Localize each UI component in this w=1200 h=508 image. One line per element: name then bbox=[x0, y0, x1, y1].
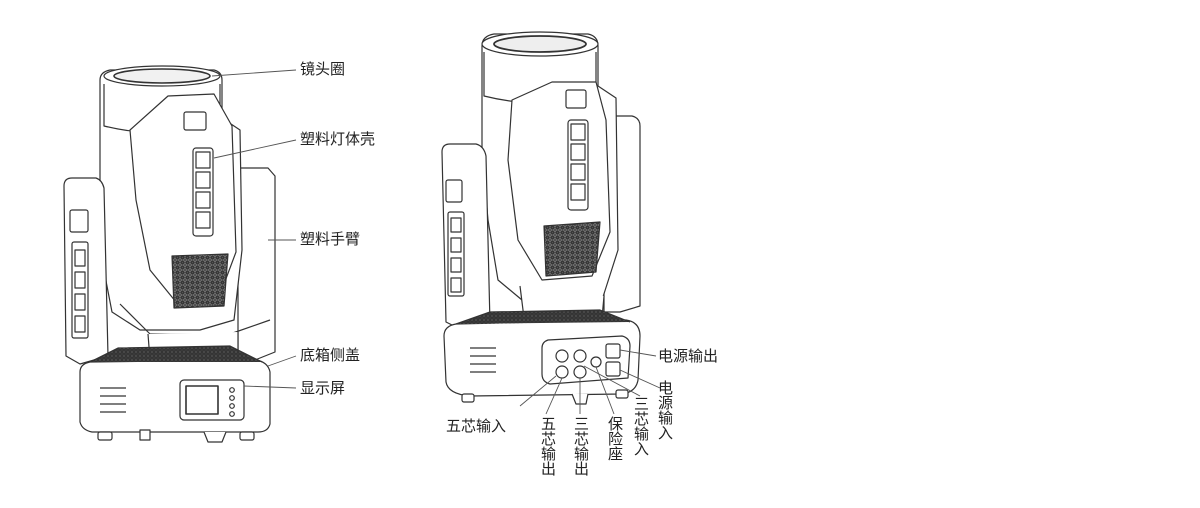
left-lens-ring-inner bbox=[113, 68, 211, 84]
label-three-core-output: 三芯输出 bbox=[572, 416, 590, 476]
label-five-core-output: 五芯输出 bbox=[539, 416, 557, 476]
right-lens-ring-inner bbox=[493, 35, 587, 53]
connector-fuse bbox=[590, 356, 602, 368]
label-plastic-housing: 塑料灯体壳 bbox=[300, 130, 376, 148]
label-display-screen: 显示屏 bbox=[300, 379, 346, 397]
connector-power-in bbox=[605, 361, 621, 377]
left-grille bbox=[171, 253, 229, 309]
right-grille bbox=[543, 221, 601, 277]
connector-three-core-out bbox=[573, 349, 587, 363]
right-moving-head bbox=[441, 31, 641, 405]
connector-power-out bbox=[605, 343, 621, 359]
label-three-core-input: 三芯输入 bbox=[632, 396, 650, 456]
left-moving-head bbox=[63, 65, 276, 443]
connector-five-core-out bbox=[555, 349, 569, 363]
label-five-core-input: 五芯输入 bbox=[446, 417, 507, 435]
connector-three-core-in bbox=[573, 365, 587, 379]
label-lens-ring: 镜头圈 bbox=[300, 60, 346, 78]
left-arm-right bbox=[237, 167, 276, 361]
left-display-screen bbox=[185, 385, 219, 415]
label-plastic-arm: 塑料手臂 bbox=[300, 230, 361, 248]
label-power-output: 电源输出 bbox=[658, 347, 719, 365]
right-leader-lines bbox=[519, 349, 661, 415]
label-base-side-cover: 底箱侧盖 bbox=[300, 346, 361, 364]
connector-five-core-in bbox=[555, 365, 569, 379]
label-power-input: 电源输入 bbox=[656, 380, 674, 440]
label-fuse-holder: 保险座 bbox=[606, 416, 624, 461]
left-leader-lines bbox=[211, 69, 297, 389]
left-top-slot bbox=[183, 111, 207, 131]
